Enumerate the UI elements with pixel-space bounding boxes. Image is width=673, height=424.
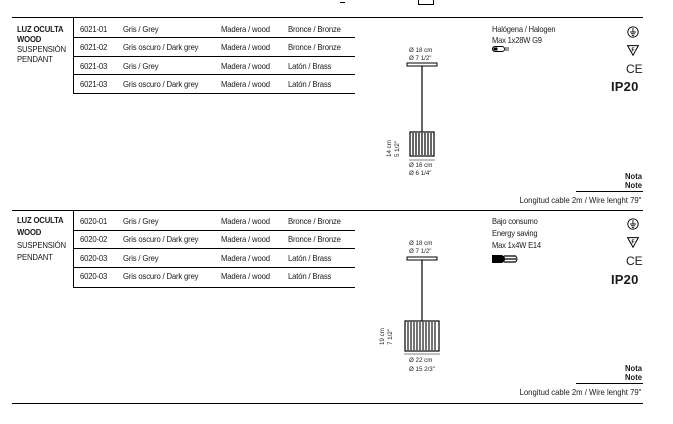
canopy-diameter-cm: Ø 18 cm xyxy=(409,240,433,247)
ref-code: 6020-02 xyxy=(80,234,108,244)
bulb-type: Halógena / Halogen xyxy=(492,24,556,34)
height-cm: 19 cm xyxy=(379,328,386,345)
shade-color: Gris / Grey xyxy=(123,216,159,226)
shade-color: Gris oscuro / Dark grey xyxy=(123,234,199,244)
product-name-line4: PENDANT xyxy=(17,54,53,64)
product-name-line1: LUZ OCULTA xyxy=(17,215,64,225)
ref-code: 6021-03 xyxy=(80,79,108,89)
ref-code: 6021-01 xyxy=(80,24,108,34)
finish: Bronce / Bronze xyxy=(288,234,341,244)
finish: Latón / Brass xyxy=(288,253,332,263)
finish: Bronce / Bronze xyxy=(288,42,341,52)
product-name-line2: WOOD xyxy=(17,227,42,237)
product-name-line3: SUSPENSIÓN xyxy=(17,240,66,250)
finish: Latón / Brass xyxy=(288,271,332,281)
cable-length: Longitud cable 2m / Wire lenght 79" xyxy=(519,387,641,397)
ref-code: 6021-03 xyxy=(80,61,108,71)
pendant-lamp-outline xyxy=(404,256,440,355)
material: Madera / wood xyxy=(221,79,270,89)
material: Madera / wood xyxy=(221,61,270,71)
finish: Bronce / Bronze xyxy=(288,216,341,226)
flammable-surface-icon: F xyxy=(626,45,640,57)
ip-rating: IP20 xyxy=(611,79,639,94)
bulb-type: Bajo consumo xyxy=(492,216,538,226)
shade-color: Gris / Grey xyxy=(123,253,159,263)
canopy-diameter-in: Ø 7 1/2" xyxy=(409,55,432,62)
cable-length: Longitud cable 2m / Wire lenght 79" xyxy=(519,195,641,205)
earth-ground-icon xyxy=(627,218,639,230)
product-section-6020: LUZ OCULTA WOOD SUSPENSIÓN PENDANT 6020-… xyxy=(0,0,673,404)
material: Madera / wood xyxy=(221,216,270,226)
ref-code: 6020-03 xyxy=(80,253,108,263)
material: Madera / wood xyxy=(221,253,270,263)
material: Madera / wood xyxy=(221,234,270,244)
material: Madera / wood xyxy=(221,42,270,52)
ce-mark-icon: CE xyxy=(626,254,643,268)
canopy-diameter-in: Ø 7 1/2" xyxy=(409,248,432,255)
ref-code: 6020-03 xyxy=(80,271,108,281)
finish: Bronce / Bronze xyxy=(288,24,341,34)
top-fragment xyxy=(418,0,434,5)
svg-text:F: F xyxy=(631,240,634,246)
product-name-line1: LUZ OCULTA xyxy=(17,24,64,34)
shade-diameter-in: Ø 6 1/4" xyxy=(409,170,432,177)
bulb-power: Max 1x4W E14 xyxy=(492,240,541,250)
shade-diameter-cm: Ø 22 cm xyxy=(409,357,433,364)
canopy-diameter-cm: Ø 18 cm xyxy=(409,47,433,54)
ip-rating: IP20 xyxy=(611,272,639,287)
shade-color: Gris oscuro / Dark grey xyxy=(123,42,199,52)
finish: Latón / Brass xyxy=(288,79,332,89)
shade-color: Gris / Grey xyxy=(123,24,159,34)
nota-label: Nota Note xyxy=(624,171,642,190)
halogen-bulb-icon xyxy=(492,46,509,52)
shade-color: Gris oscuro / Dark grey xyxy=(123,271,199,281)
ref-code: 6021-02 xyxy=(80,42,108,52)
material: Madera / wood xyxy=(221,24,270,34)
ref-code: 6020-01 xyxy=(80,216,108,226)
bulb-power: Max 1x28W G9 xyxy=(492,35,542,45)
nota-label: Nota Note xyxy=(624,363,642,382)
shade-diameter-cm: Ø 16 cm xyxy=(409,162,433,169)
product-name-line2: WOOD xyxy=(17,34,42,44)
ce-mark-icon: CE xyxy=(626,62,643,76)
finish: Latón / Brass xyxy=(288,61,332,71)
shade-color: Gris / Grey xyxy=(123,61,159,71)
pendant-lamp-outline xyxy=(406,62,438,161)
shade-diameter-in: Ø 15 2/3" xyxy=(409,366,435,373)
earth-ground-icon xyxy=(627,26,639,38)
material: Madera / wood xyxy=(221,271,270,281)
bulb-type-en: Energy saving xyxy=(492,228,538,238)
shade-color: Gris oscuro / Dark grey xyxy=(123,79,199,89)
svg-text:F: F xyxy=(631,48,634,54)
product-name-line3: SUSPENSIÓN xyxy=(17,44,66,54)
product-section-6021: LUZ OCULTA WOOD SUSPENSIÓN PENDANT 6021-… xyxy=(0,0,673,205)
product-name-line4: PENDANT xyxy=(17,252,53,262)
flammable-surface-icon: F xyxy=(626,237,640,249)
energy-saving-bulb-icon xyxy=(492,255,518,263)
height-in: 7 1/2" xyxy=(387,329,394,345)
